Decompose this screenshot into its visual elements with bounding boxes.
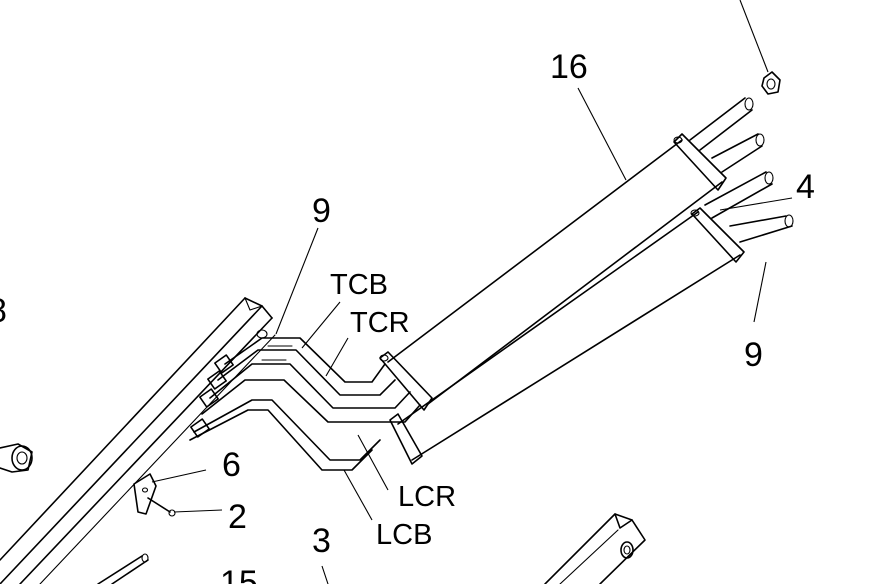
hose-sleeve-upper: [379, 97, 765, 411]
bracket: [133, 473, 157, 515]
hydraulic-hoses: [189, 337, 421, 471]
callout-6: 6: [222, 446, 241, 484]
lower-frame-right: [544, 513, 646, 584]
hose-sleeve-lower: [389, 171, 794, 465]
label-tcr: TCR: [350, 307, 410, 339]
callout-9-top: 9: [312, 192, 331, 230]
label-lcr: LCR: [398, 481, 456, 513]
callout-4: 4: [796, 168, 815, 206]
label-lcb: LCB: [376, 519, 432, 551]
pin: [147, 497, 176, 517]
pivot-pin: [0, 443, 33, 473]
boom-frame: [0, 297, 276, 584]
callout-16: 16: [550, 48, 588, 86]
leader-lines: [151, 87, 793, 584]
label-tcb: TCB: [330, 269, 388, 301]
callout-3: 3: [312, 522, 331, 560]
callout-15: 15: [220, 564, 258, 584]
shaft: [97, 553, 149, 584]
callout-9-right: 9: [744, 336, 763, 374]
callout-8: 8: [0, 292, 7, 330]
callout-labels: 16 4 9 9 8 6 2 3 15 TCB TCR LCR LCB: [0, 48, 815, 584]
callout-2: 2: [228, 498, 247, 536]
cap-nut: [739, 0, 781, 95]
